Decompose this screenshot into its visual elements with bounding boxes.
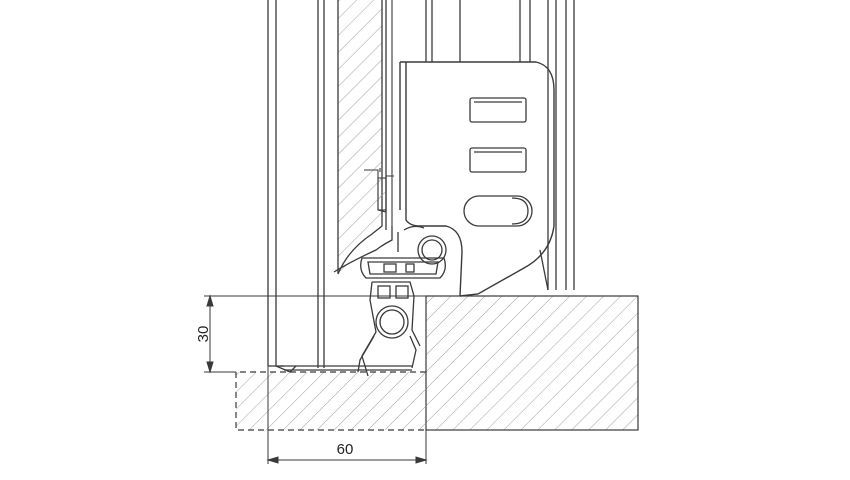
floor-slab bbox=[235, 371, 426, 431]
seal-carrier bbox=[333, 225, 447, 279]
panel-infill bbox=[337, 0, 393, 275]
dimension-width-label: 60 bbox=[337, 441, 354, 458]
seal-housing bbox=[399, 61, 555, 297]
glazing-clip bbox=[364, 168, 394, 213]
door-leaf-profile bbox=[267, 0, 325, 368]
dimension-height bbox=[204, 294, 426, 374]
dimension-height-label: 30 bbox=[195, 326, 212, 343]
frame-profile bbox=[425, 0, 575, 291]
housing-slots bbox=[463, 97, 533, 227]
dimension-width bbox=[266, 366, 428, 464]
floor-block bbox=[425, 295, 639, 431]
